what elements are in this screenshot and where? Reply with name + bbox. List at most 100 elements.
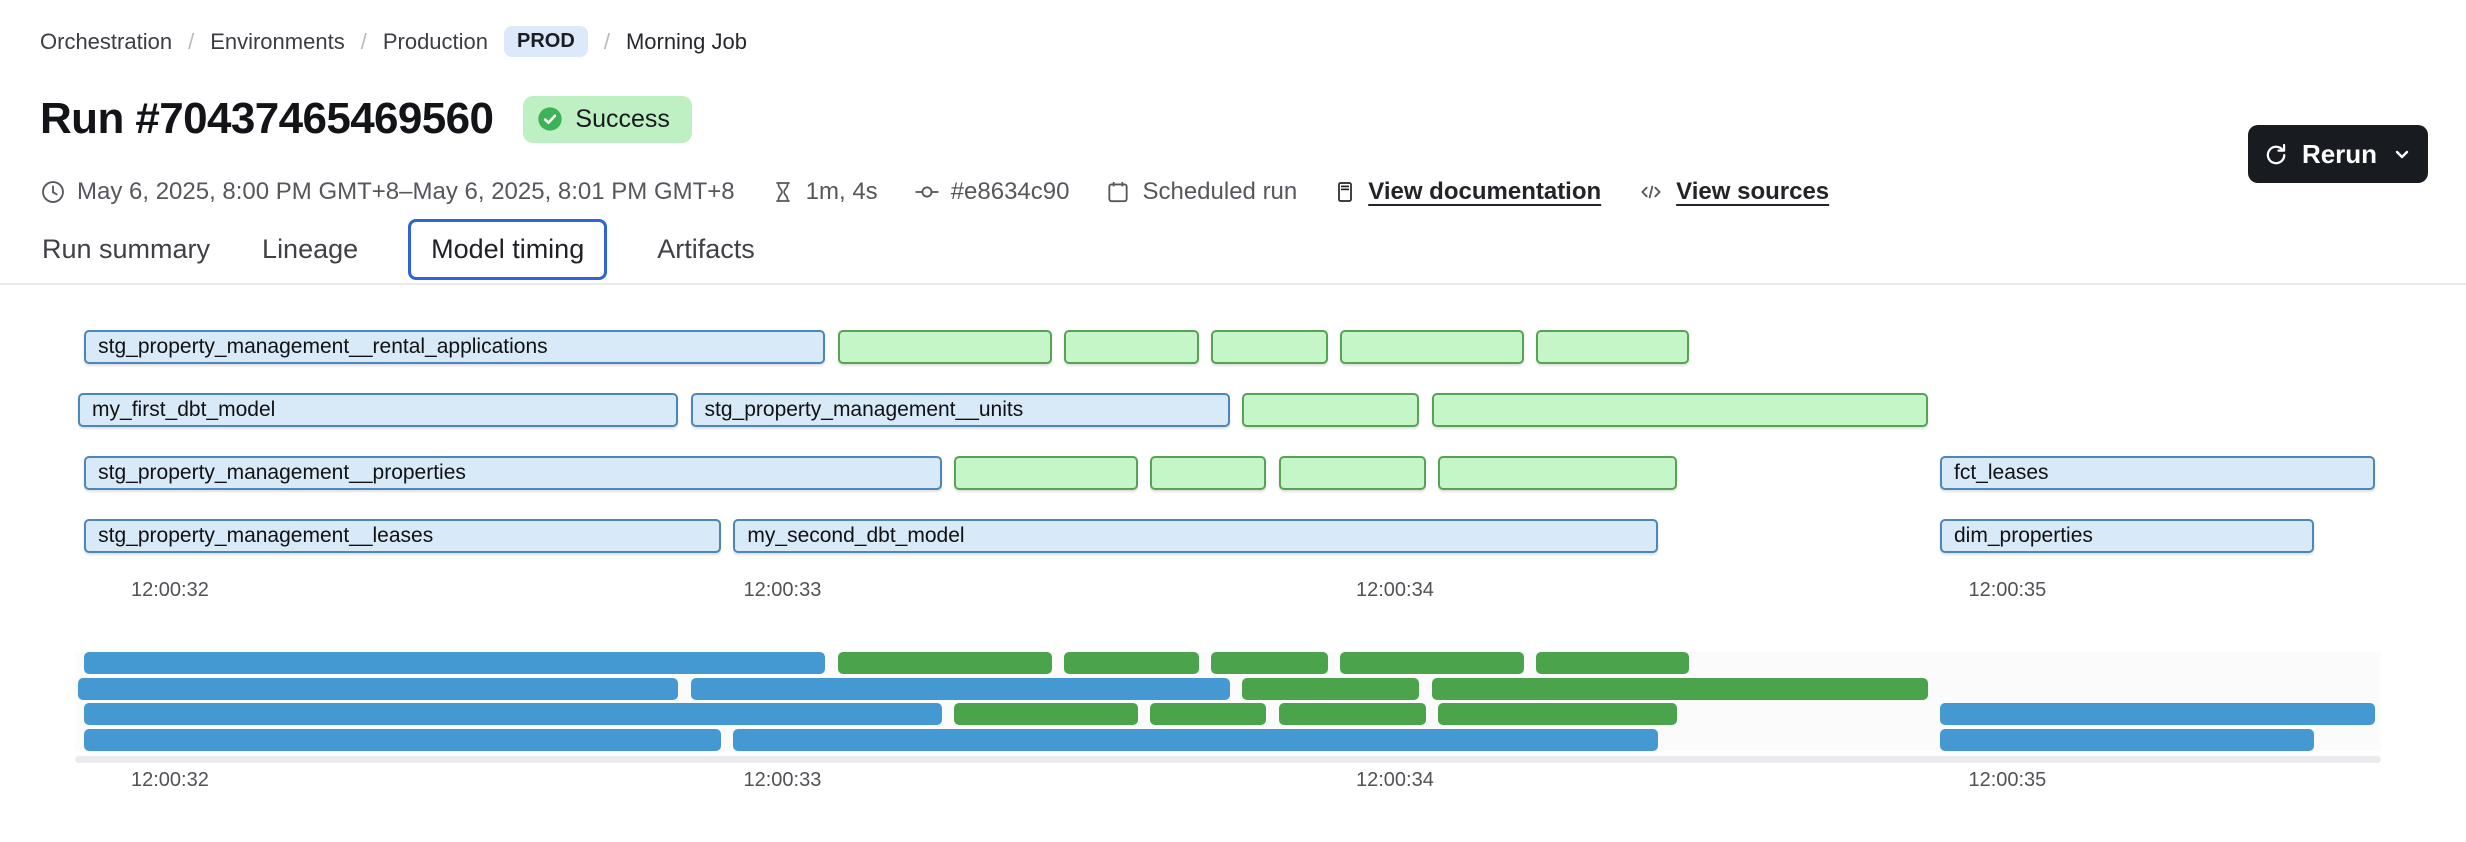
gantt-bar-label: stg_property_management__leases (98, 524, 434, 547)
axis-tick-label: 12:00:34 (1355, 769, 1434, 791)
gantt-bar-test[interactable] (1064, 330, 1199, 364)
gantt-bar-test[interactable] (1339, 330, 1524, 364)
gantt-bar-test[interactable] (953, 456, 1138, 490)
breadcrumb-separator: / (603, 28, 610, 54)
run-tabs: Run summary Lineage Model timing Artifac… (40, 219, 757, 280)
gantt-bar-label: stg_property_management__rental_applicat… (98, 335, 548, 358)
gantt-bar-test[interactable] (837, 330, 1052, 364)
gantt-bar-label: fct_leases (1954, 461, 2049, 484)
gantt-bar-test[interactable] (1211, 330, 1328, 364)
minimap-time-axis: 12:00:32 12:00:33 12:00:34 12:00:35 (75, 769, 2381, 793)
gantt-bar-label: dim_properties (1954, 524, 2093, 547)
minimap-bar (1241, 677, 1420, 700)
axis-tick-label: 12:00:33 (743, 579, 822, 601)
meta-duration: 1m, 4s (771, 178, 878, 206)
gantt-bar-test[interactable] (1437, 456, 1677, 490)
gantt-bar-model[interactable]: stg_property_management__leases (84, 519, 722, 553)
minimap-bar (1437, 703, 1677, 725)
code-icon (1641, 185, 1661, 199)
axis-tick-label: 12:00:33 (743, 769, 822, 791)
meta-trigger: Scheduled run (1105, 178, 1297, 206)
view-documentation-link[interactable]: View documentation (1368, 178, 1602, 205)
gantt-bar-model[interactable]: my_first_dbt_model (78, 393, 679, 427)
model-timing-gantt: stg_property_management__rental_applicat… (75, 330, 2381, 553)
status-badge: Success (523, 95, 692, 143)
gantt-bar-model[interactable]: dim_properties (1940, 519, 2314, 553)
gantt-bar-test[interactable] (1149, 456, 1267, 490)
calendar-icon (1108, 182, 1129, 203)
page-title: Run #70437465469560 (40, 94, 494, 143)
breadcrumb-item-morning-job: Morning Job (625, 28, 748, 54)
run-meta-row: May 6, 2025, 8:00 PM GMT+8–May 6, 2025, … (40, 178, 1829, 206)
commit-icon (915, 186, 939, 198)
meta-time-range: May 6, 2025, 8:00 PM GMT+8–May 6, 2025, … (40, 178, 735, 206)
gantt-bar-label: stg_property_management__properties (98, 461, 466, 484)
minimap-bar (1278, 703, 1426, 725)
title-row: Run #70437465469560 Success (40, 94, 692, 144)
gantt-scrollbar[interactable] (75, 756, 2381, 763)
tabs-divider (0, 283, 2466, 285)
gantt-bar-model[interactable]: stg_property_management__units (690, 393, 1230, 427)
gantt-bar-model[interactable]: stg_property_management__rental_applicat… (84, 330, 826, 364)
minimap-bar (1940, 728, 2314, 751)
refresh-icon (2266, 143, 2286, 164)
breadcrumb-item-production[interactable]: Production (382, 28, 489, 54)
minimap-bar (953, 703, 1138, 725)
minimap-bar (1431, 677, 1928, 700)
minimap-bar (84, 703, 942, 725)
breadcrumb-separator: / (188, 28, 195, 54)
gantt-bar-label: stg_property_management__units (704, 398, 1024, 421)
gantt-bar-test[interactable] (1431, 393, 1928, 427)
breadcrumb-item-environments[interactable]: Environments (210, 28, 345, 54)
tab-run-summary[interactable]: Run summary (42, 234, 211, 264)
status-label: Success (575, 104, 670, 133)
gantt-bar-test[interactable] (1241, 393, 1420, 427)
tab-artifacts[interactable]: Artifacts (657, 234, 755, 264)
minimap-bar (84, 728, 722, 751)
gantt-bar-test[interactable] (1535, 330, 1689, 364)
meta-documentation: View documentation (1333, 178, 1601, 206)
breadcrumb-item-orchestration[interactable]: Orchestration (40, 28, 173, 54)
meta-commit: #e8634c90 (914, 178, 1070, 206)
axis-tick-label: 12:00:35 (1968, 769, 2047, 791)
environment-badge: PROD (504, 26, 588, 57)
gantt-bar-label: my_first_dbt_model (92, 398, 276, 421)
gantt-bar-model[interactable]: my_second_dbt_model (733, 519, 1659, 553)
minimap-bar (78, 677, 679, 700)
meta-commit-label: #e8634c90 (950, 178, 1070, 205)
minimap-bar (837, 652, 1052, 674)
tab-model-timing[interactable]: Model timing (408, 219, 608, 280)
axis-tick-label: 12:00:34 (1355, 579, 1434, 601)
minimap-bar (84, 652, 826, 674)
hourglass-icon (775, 182, 790, 202)
clock-icon (42, 181, 64, 203)
minimap-bar (1535, 652, 1689, 674)
meta-duration-label: 1m, 4s (805, 178, 878, 205)
gantt-bar-model[interactable]: stg_property_management__properties (84, 456, 942, 490)
minimap-bar (733, 728, 1659, 751)
meta-trigger-label: Scheduled run (1142, 178, 1298, 205)
axis-tick-label: 12:00:35 (1968, 579, 2047, 601)
minimap-bar (1339, 652, 1524, 674)
check-circle-icon (538, 107, 563, 131)
minimap-bar (1940, 703, 2375, 725)
meta-time-range-label: May 6, 2025, 8:00 PM GMT+8–May 6, 2025, … (77, 178, 735, 205)
document-icon (1338, 182, 1353, 202)
gantt-time-axis: 12:00:32 12:00:33 12:00:34 12:00:35 (75, 579, 2381, 603)
breadcrumb-separator: / (360, 28, 367, 54)
chevron-down-icon[interactable] (2390, 142, 2414, 166)
gantt-bar-model[interactable]: fct_leases (1940, 456, 2375, 490)
rerun-button[interactable]: Rerun (2248, 125, 2428, 183)
view-sources-link[interactable]: View sources (1676, 178, 1830, 205)
gantt-bar-test[interactable] (1278, 456, 1426, 490)
breadcrumb: Orchestration / Environments / Productio… (40, 26, 747, 57)
gantt-bar-label: my_second_dbt_model (747, 524, 965, 547)
axis-tick-label: 12:00:32 (130, 769, 209, 791)
meta-sources: View sources (1637, 178, 1829, 206)
tab-lineage[interactable]: Lineage (262, 234, 359, 264)
minimap-bar (1064, 652, 1199, 674)
minimap-bar (1211, 652, 1328, 674)
gantt-minimap[interactable] (75, 652, 2381, 751)
minimap-bar (690, 677, 1230, 700)
axis-tick-label: 12:00:32 (130, 579, 209, 601)
